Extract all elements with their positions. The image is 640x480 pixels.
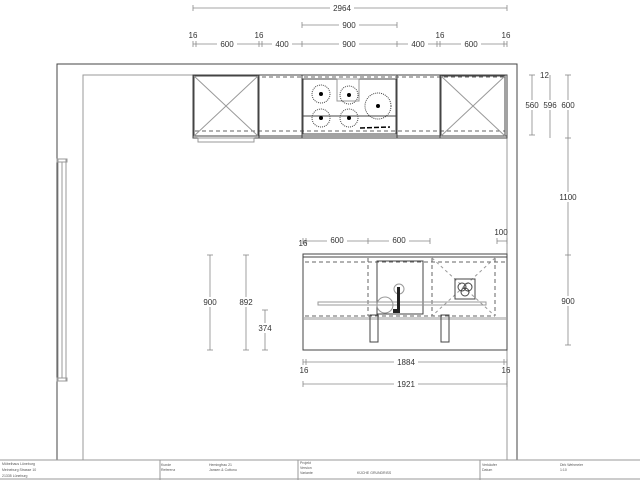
dim-cabinet: 900	[342, 40, 356, 49]
dim-560: 560	[525, 101, 539, 110]
company-name: Möbelhaus Lüneburg	[2, 462, 35, 466]
tall-cabinet-right	[440, 75, 506, 137]
burner-icon	[311, 84, 331, 104]
bar-stool	[440, 314, 450, 343]
burner-icon	[339, 85, 359, 105]
tall-cabinet-left	[193, 75, 259, 143]
dim-height-374: 374	[258, 324, 272, 333]
dim-height-892: 892	[239, 298, 253, 307]
customer-value: Hemingfrau 21	[209, 463, 232, 467]
burner-icon	[339, 108, 359, 128]
dim-gap: 16	[502, 31, 511, 40]
dim-overhang: 100	[494, 228, 508, 237]
dim-cabinet: 600	[464, 40, 478, 49]
project-label: Projekt	[300, 461, 311, 465]
left-dimensions: 900 892 374	[200, 254, 275, 351]
top-dimensions: 2964 900 16 600 16 400 900 400 16 600 16	[189, 3, 511, 49]
dim-gap: 16	[502, 366, 511, 375]
dim-12: 12	[540, 71, 549, 80]
dim-gap: 16	[299, 239, 308, 248]
dim-1100: 1100	[559, 193, 577, 202]
version-label: Version	[300, 466, 312, 470]
dim-gap: 16	[436, 31, 445, 40]
dim-gap: 16	[300, 366, 309, 375]
dim-gap: 16	[189, 31, 198, 40]
dim-cooktop-width: 900	[342, 21, 356, 30]
dim-900: 900	[561, 297, 575, 306]
wall-cabinet-row	[192, 74, 508, 143]
seller-value: Dirk Wehmeier	[560, 463, 584, 467]
title-block: Möbelhaus Lüneburg Meineburg Strasse 10 …	[0, 459, 640, 480]
variant-label: Variante	[300, 471, 313, 475]
dim-overall-width: 2964	[333, 4, 351, 13]
cooktop	[302, 78, 397, 135]
date-label: Datum	[482, 468, 492, 472]
dim-600: 600	[561, 101, 575, 110]
date-value: 1:10	[560, 468, 567, 472]
burner-icon	[311, 108, 331, 128]
wok-burner-icon	[364, 92, 392, 120]
kitchen-island: 16 600 600 100 1884 16 16	[299, 228, 511, 389]
appliance-icon	[454, 278, 476, 300]
dim-cabinet: 400	[411, 40, 425, 49]
variant-value: KÜCHE GRUNDRISS	[357, 471, 392, 475]
company-city: 21335 Lüneburg	[2, 474, 28, 478]
company-street: Meineburg Strasse 10	[2, 468, 36, 472]
dim-596: 596	[543, 101, 557, 110]
bar-stool	[369, 314, 379, 343]
faucet-icon	[376, 283, 405, 314]
sink	[376, 260, 424, 315]
customer-label: Kunde	[161, 463, 171, 467]
dim-cabinet: 400	[275, 40, 289, 49]
dim-island-cabinet: 600	[330, 236, 344, 245]
dim-island-total: 1921	[397, 380, 415, 389]
right-dimensions: 12 560 596 600 1100 900	[524, 71, 580, 346]
reference-label: Referenz	[161, 468, 175, 472]
dim-island-cabinet: 600	[392, 236, 406, 245]
seller-label: Verkäufer	[482, 463, 498, 467]
window	[56, 158, 68, 382]
reference-value: Jansen & Cottonu	[209, 468, 237, 472]
dim-gap: 16	[255, 31, 264, 40]
dim-cabinet: 600	[220, 40, 234, 49]
dim-island-inner: 1884	[397, 358, 415, 367]
dim-height-900: 900	[203, 298, 217, 307]
